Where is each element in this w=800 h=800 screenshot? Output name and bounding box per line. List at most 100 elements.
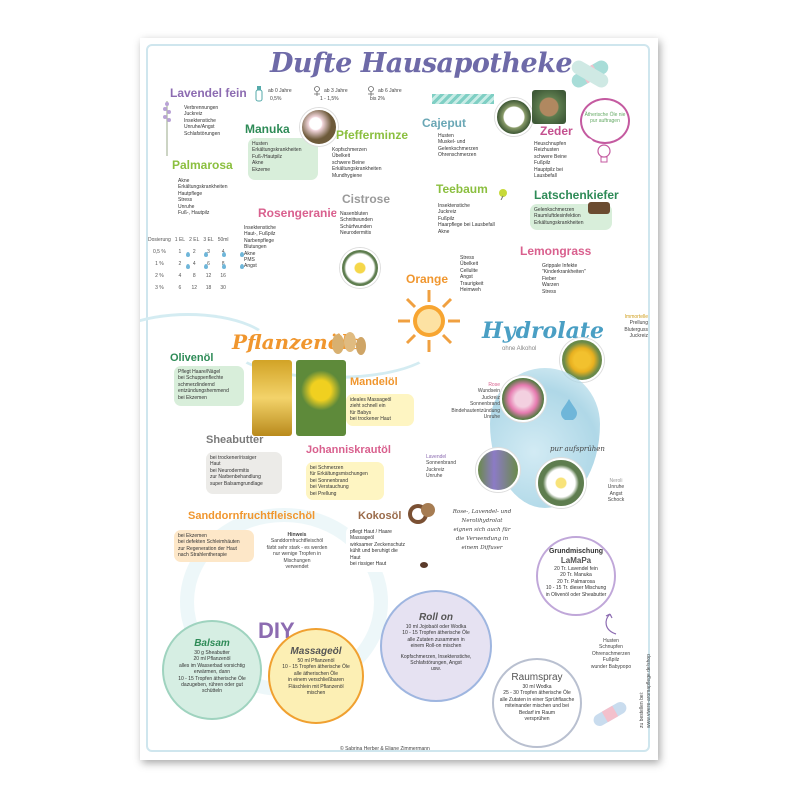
list-item: zieht schnell ein bbox=[350, 403, 386, 410]
note-bubble-text: Ätherische Öle nie pur auftragen bbox=[584, 112, 626, 125]
spray-note: pur aufsprühen bbox=[550, 445, 605, 453]
list-item: schwere Beine bbox=[534, 153, 567, 160]
list-item: 20 ml Pflanzenöl bbox=[193, 656, 231, 663]
rose-photo bbox=[500, 376, 546, 422]
grundmischung-circle: Grundmischung LaMaPa 20 Tr. Lavendel fei… bbox=[536, 536, 616, 616]
list-item: Juckreiz bbox=[629, 333, 648, 340]
table-header: Dosierung bbox=[148, 237, 171, 243]
table-header: 2 EL bbox=[189, 237, 200, 243]
list-item: für Babys bbox=[350, 409, 372, 416]
child-icon bbox=[368, 86, 374, 96]
hinweis-line: Sanddornfruchtfleischöl bbox=[270, 538, 324, 545]
dose-pct: 3 % bbox=[155, 285, 164, 291]
grundmischung-title: Grundmischung bbox=[548, 548, 604, 555]
oil-bottle-photo bbox=[252, 360, 292, 436]
ribbon-decoration bbox=[432, 94, 494, 104]
oil-teebaum-title: Teebaum bbox=[436, 182, 488, 196]
list-item: Wundsein bbox=[477, 388, 500, 395]
list-item: Fußpilz bbox=[438, 215, 455, 222]
list-item: 30 g Sheabutter bbox=[194, 650, 230, 656]
oil-pfefferminze-title: Pfefferminze bbox=[336, 128, 409, 142]
list-item: zur Regeneration der Haut bbox=[178, 545, 237, 552]
hydrolat-name: Rose bbox=[488, 382, 500, 388]
johanniskraut-photo bbox=[296, 360, 346, 436]
dose-value: 6 bbox=[178, 285, 182, 291]
list-item: Kopfschmerzen, Insektenstiche, bbox=[400, 653, 472, 660]
age-0-value: 0,5% bbox=[270, 96, 282, 102]
drop-icon bbox=[222, 252, 226, 257]
table-header: 1 EL bbox=[174, 237, 186, 243]
list-item: Raumluftdesinfektion bbox=[534, 213, 581, 220]
list-item: Akne bbox=[178, 178, 190, 184]
oil-cajeput-title: Cajeput bbox=[422, 116, 467, 130]
list-item: Hauptpilz bei bbox=[534, 166, 563, 173]
dose-value: 6 bbox=[207, 261, 210, 267]
dose-pct: 2 % bbox=[155, 273, 164, 279]
table-header-row: Dosierung 1 EL 2 EL 3 EL 50ml bbox=[146, 234, 231, 246]
dose-value: 4 bbox=[178, 273, 182, 279]
oil-manuka-title: Manuka bbox=[245, 122, 290, 136]
cistrose-flower-photo bbox=[340, 248, 380, 288]
age-0-label: ab 0 Jahre bbox=[268, 88, 292, 94]
oil-pfefferminze-box: Kopfschmerzen Übelkeit schwere Beine Erk… bbox=[328, 144, 414, 188]
dose-pct: 0,5 % bbox=[153, 249, 166, 255]
list-item: Fußpilz bbox=[534, 160, 551, 167]
dose-value: 12 bbox=[191, 285, 198, 291]
list-item: Schlafstörungen, Angst bbox=[410, 660, 462, 667]
cone-photo bbox=[532, 90, 566, 124]
pushpin-icon bbox=[499, 189, 507, 200]
grundmischung-subtitle: LaMaPa bbox=[560, 556, 592, 565]
list-item: in einem verschließbaren bbox=[288, 677, 344, 684]
table-header: 3 EL bbox=[203, 237, 214, 243]
age-3-label: ab 3 Jahre bbox=[324, 88, 348, 94]
oil-palmarosa-title: Palmarosa bbox=[172, 158, 233, 172]
list-item: Reizhusten bbox=[534, 147, 560, 154]
list-item: Übelkeit bbox=[460, 261, 479, 268]
list-item: Fieber bbox=[542, 275, 557, 282]
list-item: bei rissiger Haut bbox=[350, 561, 387, 568]
dose-value: 18 bbox=[205, 285, 212, 291]
list-item: bei Prellung bbox=[310, 490, 337, 497]
list-item: Juckreiz bbox=[184, 111, 203, 118]
oil-teebaum-box: Insektenstiche Juckreiz Fußpilz Haarpfle… bbox=[434, 200, 518, 240]
note-line: die Verwendung in bbox=[455, 536, 509, 542]
orange-sun-icon bbox=[398, 290, 460, 352]
list-item: Prellung bbox=[629, 320, 648, 327]
list-item: Insektenstiche bbox=[184, 117, 216, 124]
list-item: Sonnenbrand bbox=[469, 401, 500, 408]
list-item: 10 - 15 Tr. dieser Mischung bbox=[545, 585, 607, 592]
water-drop-icon bbox=[561, 399, 577, 420]
list-item: Grippale Infekte bbox=[542, 263, 578, 269]
list-item: bei Ekzemen bbox=[178, 533, 207, 539]
dose-value: 1 bbox=[178, 249, 182, 255]
list-item: Blutungen bbox=[244, 244, 267, 251]
oil-johanniskraut-box: bei Schmerzen für Erkältungsmischungen b… bbox=[306, 462, 384, 500]
list-item: 50 ml Pflanzenöl bbox=[297, 658, 335, 664]
bandaid-icon bbox=[593, 702, 627, 726]
hinweis-note: Hinweis Sanddornfruchtfleischöl färbt se… bbox=[254, 532, 340, 578]
note-bubble: Ätherische Öle nie pur auftragen bbox=[580, 98, 630, 144]
lavender-photo bbox=[476, 448, 520, 492]
list-item: PMS bbox=[244, 257, 255, 264]
oil-sanddorn-box: bei Ekzemen bei defekten Schleimhäuten z… bbox=[174, 530, 254, 562]
list-item: Unruhe bbox=[607, 484, 625, 491]
oil-rosengeranie-title: Rosengeranie bbox=[258, 206, 338, 220]
dose-value: 16 bbox=[220, 273, 226, 279]
list-item: 10 - 15 Tropfen ätherische Öle bbox=[282, 664, 350, 671]
list-item: Juckreiz bbox=[438, 209, 457, 216]
oil-cistrose-title: Cistrose bbox=[342, 192, 391, 206]
almond-icon bbox=[332, 332, 366, 355]
list-item: 10 - 15 Tropfen ätherische Öle bbox=[178, 675, 246, 682]
list-item: Haut bbox=[350, 554, 361, 561]
list-item: Unruhe bbox=[178, 203, 195, 210]
list-item: mischen bbox=[306, 690, 326, 697]
table-header: 50ml bbox=[217, 237, 229, 243]
poster: Dufte Hausapotheke ab 0 Jahre 0,5% ab 3 … bbox=[140, 38, 658, 760]
dose-value: 2 bbox=[178, 261, 182, 267]
list-item: einem Roll-on mischen bbox=[410, 643, 462, 650]
neroli-photo bbox=[536, 458, 586, 508]
list-item: Juckreiz bbox=[426, 466, 445, 473]
list-item: 20 Tr. Manuka bbox=[560, 572, 592, 579]
list-item: bei Sonnenbrand bbox=[310, 477, 349, 484]
list-item: kühlt und beruhigt die bbox=[350, 548, 398, 555]
